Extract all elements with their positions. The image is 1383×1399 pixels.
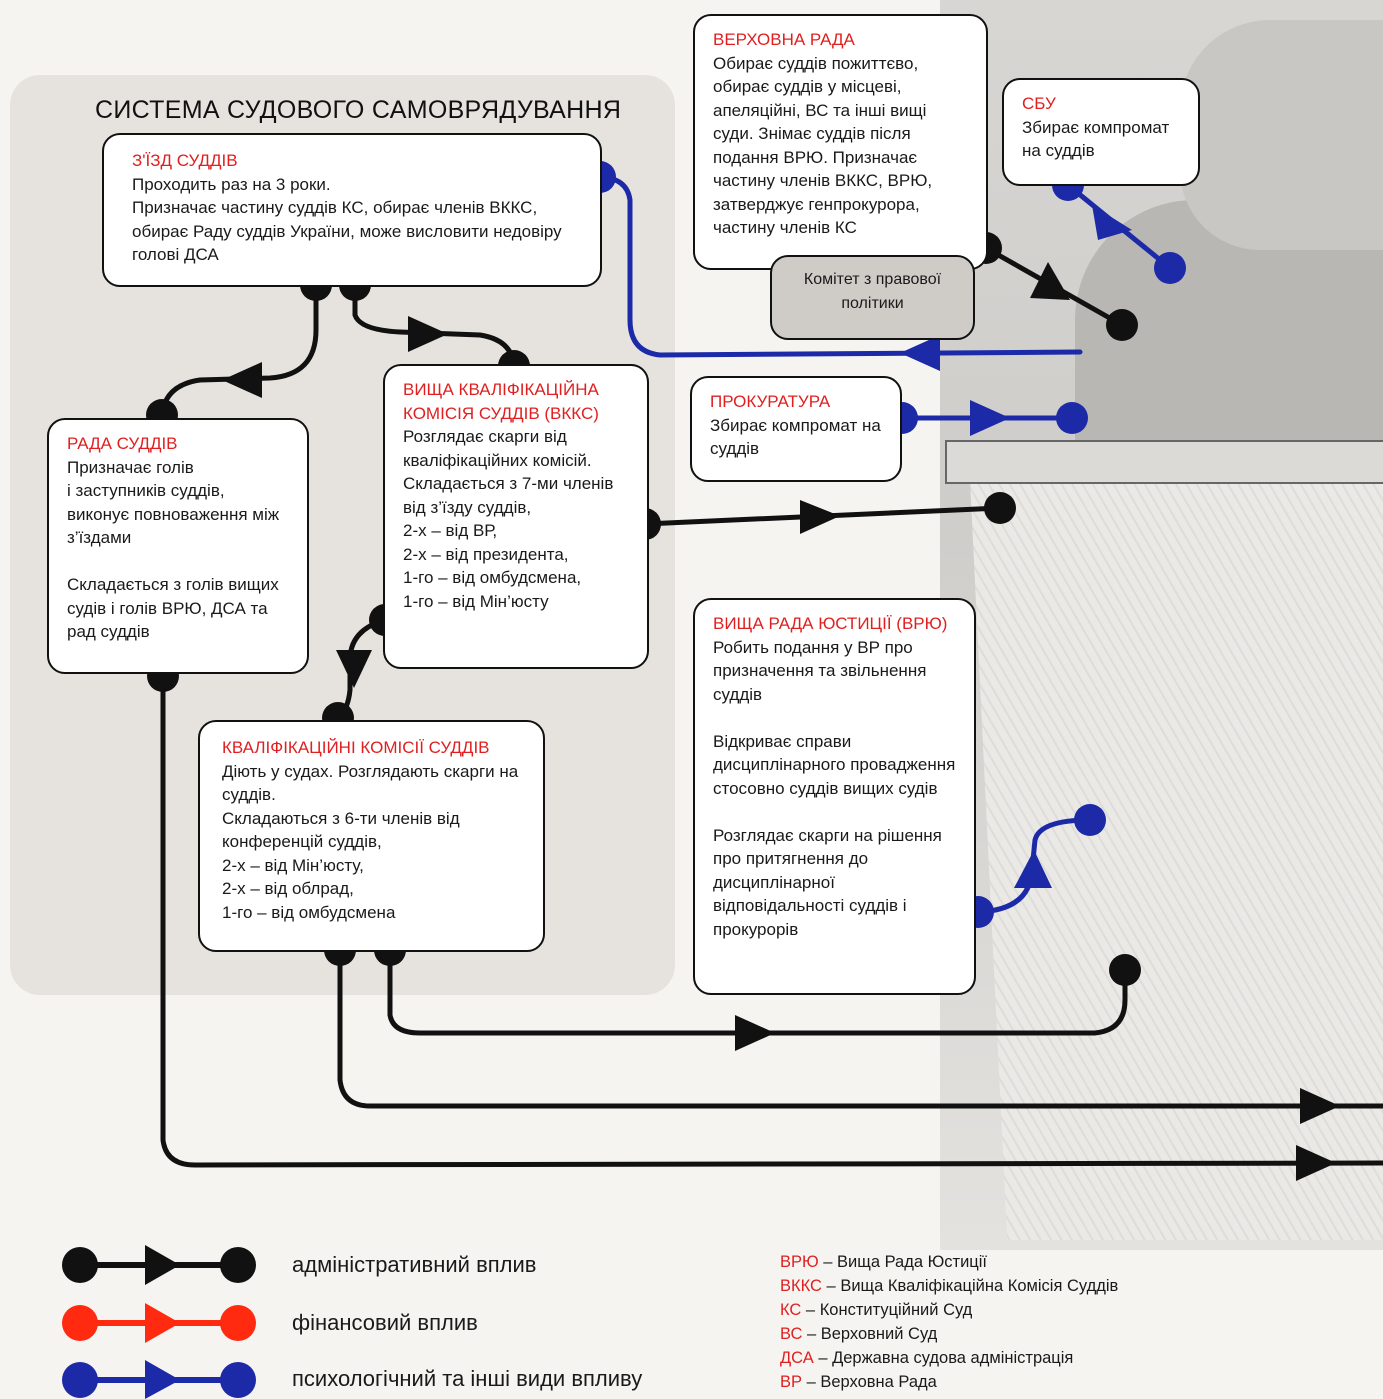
box-heading: ПРОКУРАТУРА (710, 392, 831, 411)
vryu-box: ВИЩА РАДА ЮСТИЦІЇ (ВРЮ) Робить подання у… (693, 598, 976, 995)
arrowhead (408, 316, 448, 352)
arrowhead (336, 650, 372, 688)
box-text: Робить подання у ВР про призначення та з… (713, 637, 956, 939)
vkks-box: ВИЩА КВАЛІФІКАЦІЙНА КОМІСІЯ СУДДІВ (ВККС… (383, 364, 649, 669)
arrowhead (800, 500, 840, 534)
sbu-box: СБУ Збирає компромат на суддів (1002, 78, 1200, 186)
abbreviation-item: КС – Конституційний Суд (780, 1301, 973, 1319)
arrowhead (1014, 850, 1052, 888)
arrowhead (222, 362, 262, 398)
box-text: Обирає суддів пожиттєво, обирає суддів у… (713, 53, 933, 238)
line-zizd-to-vkks (352, 282, 517, 369)
box-heading: КВАЛІФІКАЦІЙНІ КОМІСІЇ СУДДІВ (222, 738, 490, 757)
node (1106, 309, 1138, 341)
arrowhead (970, 400, 1010, 436)
box-heading: ВЕРХОВНА РАДА (713, 30, 855, 49)
abbreviation-item: ВР – Верховна Рада (780, 1373, 937, 1391)
box-text: Розглядає скарги від кваліфікаційних ком… (403, 427, 614, 611)
rada-suddiv-box: РАДА СУДДІВ Призначає голів і заступникі… (47, 418, 309, 674)
abbreviation-item: ВРЮ – Вища Рада Юстиції (780, 1253, 988, 1271)
box-text: Збирає компромат на суддів (710, 415, 881, 459)
node (984, 492, 1016, 524)
box-heading: ВИЩА РАДА ЮСТИЦІЇ (ВРЮ) (713, 614, 948, 633)
legend-admin-label: адміністративний вплив (292, 1252, 537, 1277)
verkhovna-rada-box: ВЕРХОВНА РАДА Обирає суддів пожиттєво, о… (693, 14, 988, 270)
arrowhead (1296, 1145, 1336, 1181)
node (1154, 252, 1186, 284)
box-heading: ВИЩА КВАЛІФІКАЦІЙНА КОМІСІЯ СУДДІВ (ВККС… (403, 380, 599, 423)
box-text: Діють у судах. Розглядають скарги на суд… (222, 761, 519, 922)
node (1056, 402, 1088, 434)
box-heading: РАДА СУДДІВ (67, 434, 178, 453)
node (1109, 954, 1141, 986)
prokuratura-box: ПРОКУРАТУРА Збирає компромат на суддів (690, 376, 902, 482)
arrowhead (1030, 262, 1070, 300)
line-kks-to-right (337, 947, 1383, 1109)
box-heading: З'ЇЗД СУДДІВ (132, 151, 238, 170)
diagram-title: СИСТЕМА СУДОВОГО САМОВРЯДУВАННЯ (95, 96, 622, 124)
abbreviation-list: ВРЮ – Вища Рада Юстиції ВККС – Вища Квал… (780, 1250, 1118, 1394)
box-text: Збирає компромат на суддів (1022, 117, 1170, 161)
abbreviation-item: ВККС – Вища Кваліфікаційна Комісія Судді… (780, 1277, 1119, 1295)
box-heading: СБУ (1022, 94, 1056, 113)
podium-top-illustration (945, 440, 1383, 484)
node (1074, 804, 1106, 836)
legend-psychological-label: психологічний та інші види впливу (292, 1366, 643, 1391)
legend-financial-label: фінансовий вплив (292, 1310, 478, 1335)
arrowhead (1092, 205, 1132, 240)
arrowhead (900, 335, 940, 371)
line-rada-to-right (160, 673, 1383, 1168)
zizd-suddiv-box: З'ЇЗД СУДДІВ Проходить раз на 3 роки. Пр… (102, 133, 602, 287)
kks-box: КВАЛІФІКАЦІЙНІ КОМІСІЇ СУДДІВ Діють у су… (198, 720, 545, 952)
judge-head-illustration (1180, 20, 1383, 250)
arrowhead (735, 1015, 775, 1051)
abbreviation-item: ВС – Верховний Суд (780, 1325, 938, 1343)
box-text: Призначає голів і заступників суддів, ви… (67, 457, 280, 642)
line-zizd-to-rada (159, 282, 319, 418)
committee-box: Комітет з правової політики (770, 255, 975, 340)
abbreviation-item: ДСА – Державна судова адміністрація (780, 1349, 1074, 1367)
arrowhead (1300, 1088, 1340, 1124)
box-text: Проходить раз на 3 роки. Призначає части… (132, 174, 562, 265)
